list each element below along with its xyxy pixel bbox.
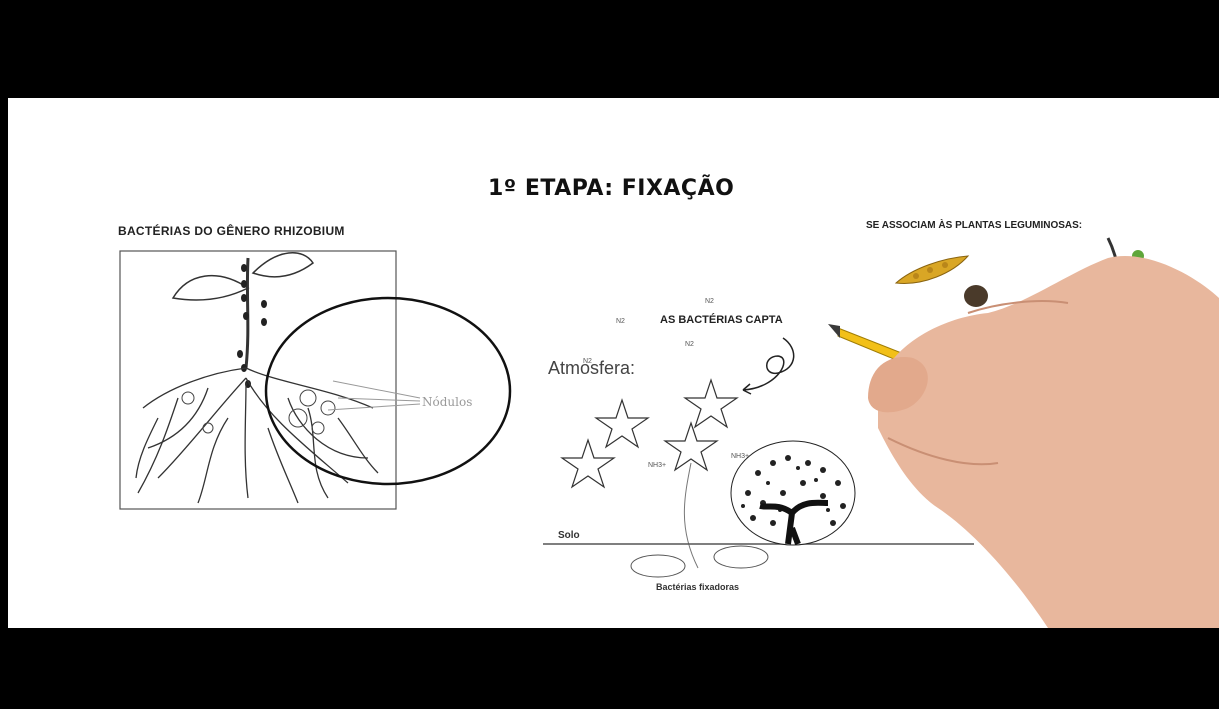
letterbox-top	[0, 0, 1219, 98]
nodules-label: Nódulos	[422, 395, 473, 409]
star-label-2: N2	[705, 298, 714, 305]
fixing-bacteria-label: Bactérias fixadoras	[656, 582, 740, 592]
star-label-4: N2	[685, 341, 694, 348]
star-label-1: N2	[616, 318, 625, 325]
arrow-head	[742, 383, 752, 395]
plant-box-frame	[119, 250, 397, 510]
star-1	[594, 398, 650, 449]
star-2	[683, 378, 739, 429]
tree-illustration	[730, 440, 856, 546]
atmosphere-label: Atmosfera:	[548, 358, 636, 378]
nh-oval-2	[713, 545, 769, 569]
star-4	[663, 421, 719, 472]
soil-label: Solo	[558, 530, 580, 541]
capture-caption: AS BACTÉRIAS CAPTA	[660, 314, 783, 326]
plant-leaf-left	[171, 274, 250, 301]
rhizobium-heading: BACTÉRIAS DO GÊNERO RHIZOBIUM	[118, 224, 345, 238]
stem-dots	[237, 264, 267, 388]
plant-leaf-right	[251, 252, 315, 278]
illustration-layer	[119, 237, 1219, 628]
nodules-pointer-lines	[327, 380, 421, 411]
fixation-path	[683, 462, 699, 569]
drawing-hand	[828, 256, 1219, 628]
legumes-heading: SE ASSOCIAM ÀS PLANTAS LEGUMINOSAS:	[866, 220, 1083, 231]
nh-label-1: NH3+	[648, 462, 667, 469]
roots	[135, 367, 379, 504]
star-label-3: N2	[583, 358, 592, 365]
nh-oval-1	[630, 554, 686, 578]
star-3	[560, 438, 616, 489]
page-title: 1º ETAPA: FIXAÇÃO	[488, 176, 735, 201]
curly-arrow	[742, 337, 795, 391]
nh-label-2: NH3+	[731, 453, 750, 460]
whiteboard-canvas: 1º ETAPA: FIXAÇÃO BACTÉRIAS DO GÊNERO RH…	[8, 98, 1219, 628]
root-nodules	[181, 389, 336, 435]
highlight-circle	[264, 296, 512, 486]
nitrogen-stars	[560, 378, 739, 489]
letterbox-bottom	[0, 628, 1219, 709]
